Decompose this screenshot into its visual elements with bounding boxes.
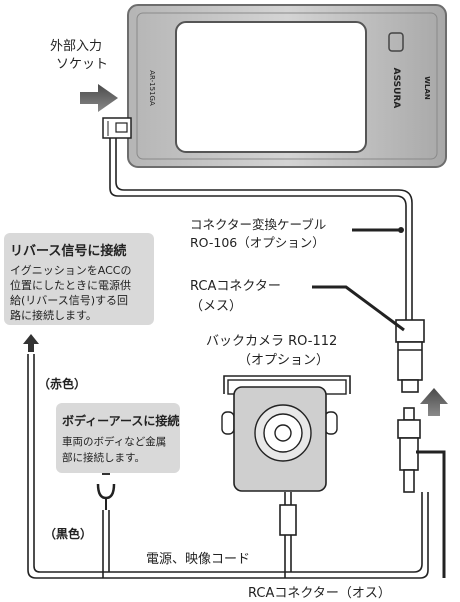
- body-ground-line-2: 部に接続します。: [62, 451, 145, 464]
- reverse-signal-title: リバース信号に接続: [10, 243, 126, 259]
- cable-paths: [27, 138, 429, 579]
- device-brand-text: ASSURA: [391, 68, 401, 109]
- device-wlan-text: WLAN: [423, 76, 431, 100]
- rca-female-connector: [395, 319, 425, 393]
- rca-connect-arrow: [420, 388, 448, 416]
- body-ground-line-1: 車両のボディなど金属: [62, 435, 166, 448]
- black-wire-label: （黒色）: [44, 526, 92, 541]
- camera-lens-inner: [274, 424, 292, 442]
- rca-male-leader: [416, 450, 446, 578]
- reverse-signal-line-1: イグニッションをACCの: [10, 263, 131, 277]
- red-wire-end: [23, 334, 39, 352]
- back-camera-label-line2: （オプション）: [238, 353, 329, 368]
- red-wire-label: （赤色）: [38, 376, 86, 391]
- external-socket-label-line1: 外部入力: [50, 39, 102, 54]
- body-ground-title: ボディーアースに接続: [62, 413, 179, 428]
- rca-female-leader: [312, 285, 405, 332]
- rca-male-connector: [397, 407, 421, 493]
- camera-cable-connector: [279, 504, 297, 536]
- rca-male-label: RCAコネクター（オス）: [248, 586, 391, 601]
- body-ground-callout: ボディーアースに接続 車両のボディなど金属 部に接続します。: [56, 403, 180, 473]
- back-camera-label-line1: バックカメラ RO-112: [206, 334, 337, 349]
- back-camera: [221, 375, 351, 492]
- device-screen: [175, 21, 367, 153]
- device-model-text: AR-151GA: [148, 70, 156, 106]
- converter-cable-label-line1: コネクター変換ケーブル: [190, 217, 326, 232]
- power-video-cord-label: 電源、映像コード: [146, 552, 250, 567]
- reverse-signal-line-3: 給(リバース信号)する回: [10, 293, 128, 307]
- external-socket-label-line2: ソケット: [56, 57, 108, 72]
- socket-insert-arrow: [80, 84, 118, 112]
- rca-female-label-line1: RCAコネクター: [190, 279, 281, 294]
- navigation-device: AR-151GA ASSURA WLAN: [102, 4, 447, 168]
- converter-cable-leader-dot: [398, 227, 404, 233]
- reverse-signal-line-2: 位置にしたときに電源供: [10, 278, 131, 292]
- reverse-signal-line-4: 路に接続します。: [10, 308, 97, 322]
- reverse-signal-callout: リバース信号に接続 イグニッションをACCの 位置にしたときに電源供 給(リバー…: [4, 233, 154, 325]
- converter-cable-label-line2: RO-106（オプション）: [190, 235, 325, 250]
- device-button: [388, 32, 404, 52]
- rca-female-label-line2: （メス）: [190, 299, 242, 314]
